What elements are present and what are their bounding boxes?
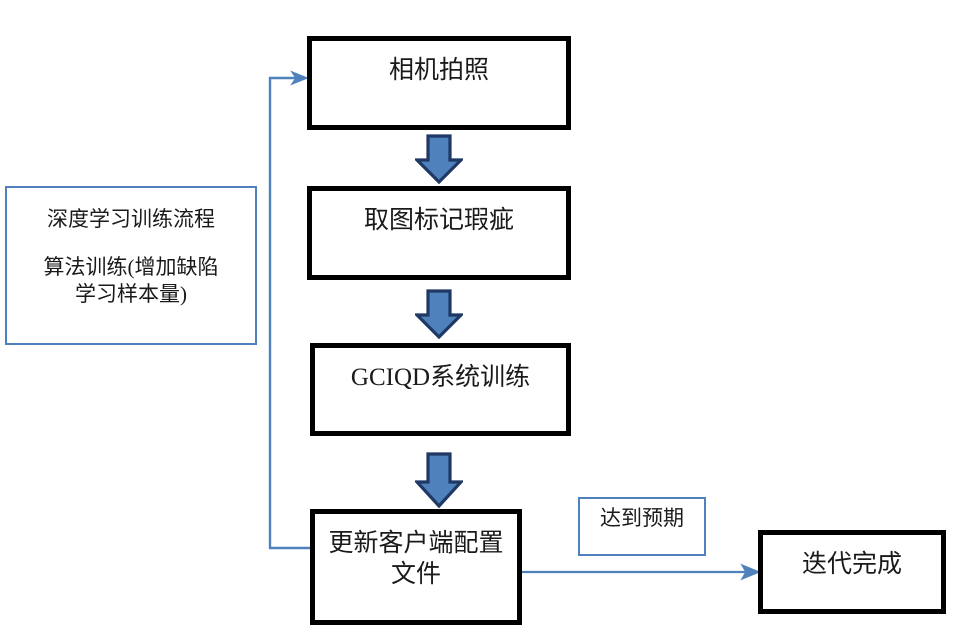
node-iteration-complete-label: 迭代完成 [801, 551, 902, 578]
node-gciqd-system-training[interactable]: GCIQD系统训练 [310, 343, 571, 436]
node-camera-capture[interactable]: 相机拍照 [307, 36, 571, 130]
edge-label-meets-expectation[interactable]: 达到预期 [578, 497, 706, 556]
node-annotate-defects-label: 取图标记瑕疵 [363, 207, 514, 234]
edge-label-meets-expectation-label: 达到预期 [600, 506, 684, 530]
note-deep-learning-process[interactable]: 深度学习训练流程 算法训练(增加缺陷 学习样本量) [5, 186, 257, 345]
note-deep-learning-process-title: 深度学习训练流程 [47, 207, 215, 231]
node-iteration-complete[interactable]: 迭代完成 [758, 530, 946, 614]
node-update-client-config-label: 更新客户端配置 文件 [328, 530, 504, 589]
node-annotate-defects[interactable]: 取图标记瑕疵 [307, 186, 571, 280]
note-deep-learning-process-detail: 算法训练(增加缺陷 学习样本量) [43, 255, 219, 306]
node-update-client-config[interactable]: 更新客户端配置 文件 [310, 509, 522, 625]
feedback-connector [268, 70, 310, 550]
down-block-arrow-annotate-train [415, 289, 463, 339]
node-gciqd-system-training-label: GCIQD系统训练 [350, 364, 531, 391]
down-block-arrow-capture-annotate [415, 134, 463, 184]
update-to-done-connector [522, 563, 761, 581]
node-camera-capture-label: 相机拍照 [388, 57, 489, 84]
down-block-arrow-train-update [415, 452, 463, 508]
